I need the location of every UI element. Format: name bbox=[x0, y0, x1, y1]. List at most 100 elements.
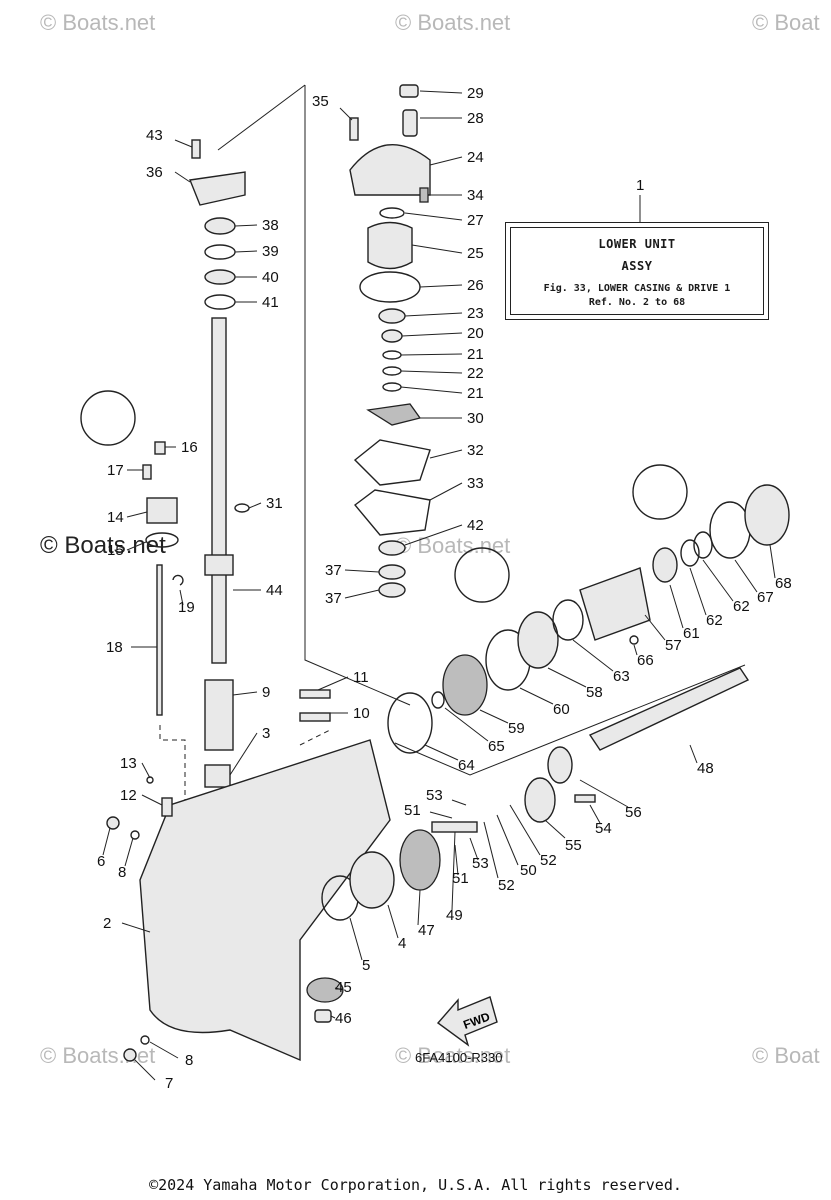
callout-leader-line bbox=[633, 644, 638, 656]
part-67 bbox=[709, 501, 751, 559]
part-22 bbox=[382, 366, 402, 376]
gear-parts bbox=[306, 484, 790, 1023]
callout-number: 23 bbox=[467, 305, 484, 322]
callout-leader-line bbox=[483, 821, 499, 879]
part-9 bbox=[204, 679, 234, 751]
callout-number: 17 bbox=[107, 462, 124, 479]
callout-number: 18 bbox=[106, 639, 123, 656]
callout-leader-line bbox=[126, 541, 147, 551]
watermark-text: © Boats.net bbox=[40, 10, 155, 35]
part-54 bbox=[574, 794, 596, 803]
callout-leader-line bbox=[141, 762, 151, 779]
callout-number: 55 bbox=[565, 837, 582, 854]
part-21b bbox=[382, 382, 402, 392]
part-39 bbox=[204, 244, 236, 260]
fwd-arrow: FWD bbox=[436, 996, 498, 1047]
callout-number: 35 bbox=[312, 93, 329, 110]
callout-number: 11 bbox=[353, 669, 369, 686]
callout-number: 45 bbox=[335, 979, 352, 996]
callout-leader-line bbox=[349, 917, 363, 961]
part-42 bbox=[378, 540, 406, 556]
callout-leader-line bbox=[547, 667, 587, 688]
callout-leader-line bbox=[424, 744, 459, 761]
callout-number: 62 bbox=[706, 612, 723, 629]
callout-leader-line bbox=[174, 171, 191, 183]
callout-leader-line bbox=[404, 524, 463, 546]
info-box-line-4: Ref. No. 2 to 68 bbox=[588, 297, 686, 308]
callout-leader-line bbox=[317, 676, 349, 691]
callout-leader-line bbox=[404, 312, 463, 317]
part-57 bbox=[579, 567, 651, 641]
part-55 bbox=[524, 777, 556, 823]
callout-leader-line bbox=[509, 804, 541, 856]
part-41 bbox=[204, 294, 236, 310]
callout-leader-line bbox=[344, 589, 380, 599]
callout-leader-line bbox=[689, 744, 698, 764]
part-36 bbox=[189, 171, 246, 206]
part-40 bbox=[204, 269, 236, 285]
part-15 bbox=[145, 532, 179, 548]
callout-number: 39 bbox=[262, 243, 279, 260]
callout-leader-line bbox=[400, 386, 463, 394]
callout-leader-line bbox=[429, 156, 463, 166]
callout-number: 68 bbox=[775, 575, 792, 592]
part-44-drive-shaft bbox=[211, 317, 227, 664]
callout-number: 67 bbox=[757, 589, 774, 606]
callout-number: 54 bbox=[595, 820, 612, 837]
callout-number: 20 bbox=[467, 325, 484, 342]
grouping-lines bbox=[159, 84, 746, 860]
callout-number: 33 bbox=[467, 475, 484, 492]
callout-number: 65 bbox=[488, 738, 505, 755]
callout-leader-line bbox=[344, 569, 380, 573]
callout-number: 50 bbox=[520, 862, 537, 879]
watermark-text: © Boats.net bbox=[395, 533, 510, 558]
callout-number: 27 bbox=[467, 212, 484, 229]
callout-leader-line bbox=[234, 224, 258, 227]
part-35 bbox=[349, 117, 359, 141]
callout-number: 34 bbox=[467, 187, 484, 204]
callout-number: 37 bbox=[325, 562, 342, 579]
part-25 bbox=[367, 221, 413, 270]
part-64 bbox=[387, 692, 433, 754]
callout-number: 57 bbox=[665, 637, 682, 654]
callout-leader-line bbox=[544, 819, 566, 839]
callout-leader-line bbox=[479, 709, 509, 724]
callout-leader-line bbox=[232, 691, 258, 696]
callout-number: 32 bbox=[467, 442, 484, 459]
callout-leader-line bbox=[126, 511, 148, 518]
callout-number: 56 bbox=[625, 804, 642, 821]
callout-number: 7 bbox=[165, 1075, 173, 1092]
callout-number: 49 bbox=[446, 907, 463, 924]
part-17 bbox=[142, 464, 152, 480]
callout-number: 31 bbox=[266, 495, 283, 512]
callout-leader-line bbox=[644, 614, 666, 641]
callout-leader-line bbox=[400, 370, 463, 374]
callout-number: 61 bbox=[683, 625, 700, 642]
fwd-arrow-icon bbox=[436, 996, 498, 1047]
part-37a bbox=[378, 564, 406, 580]
callout-leader-line bbox=[102, 827, 111, 856]
callout-leader-line bbox=[496, 814, 519, 866]
callout-number: 37 bbox=[325, 590, 342, 607]
part-8b bbox=[140, 1035, 150, 1045]
callout-number: 36 bbox=[146, 164, 163, 181]
callout-number: 12 bbox=[120, 787, 137, 804]
callout-leader-line bbox=[689, 567, 707, 616]
callout-number: 64 bbox=[458, 757, 475, 774]
inset-circle-2 bbox=[454, 547, 510, 603]
callout-leader-line bbox=[149, 1041, 179, 1059]
callout-number: 3 bbox=[262, 725, 270, 742]
inset-circle-1 bbox=[80, 390, 136, 446]
callout-leader-line bbox=[444, 707, 489, 742]
part-11 bbox=[299, 689, 331, 699]
callout-leader-line bbox=[429, 449, 463, 459]
callout-leader-line bbox=[248, 502, 262, 509]
callout-number: 38 bbox=[262, 217, 279, 234]
callout-leader-line bbox=[519, 687, 554, 705]
part-62b bbox=[693, 531, 713, 559]
callout-number: 58 bbox=[586, 684, 603, 701]
callout-leader-line bbox=[401, 332, 463, 337]
water-pump-parts bbox=[349, 84, 431, 598]
callout-leader-line bbox=[124, 837, 134, 867]
